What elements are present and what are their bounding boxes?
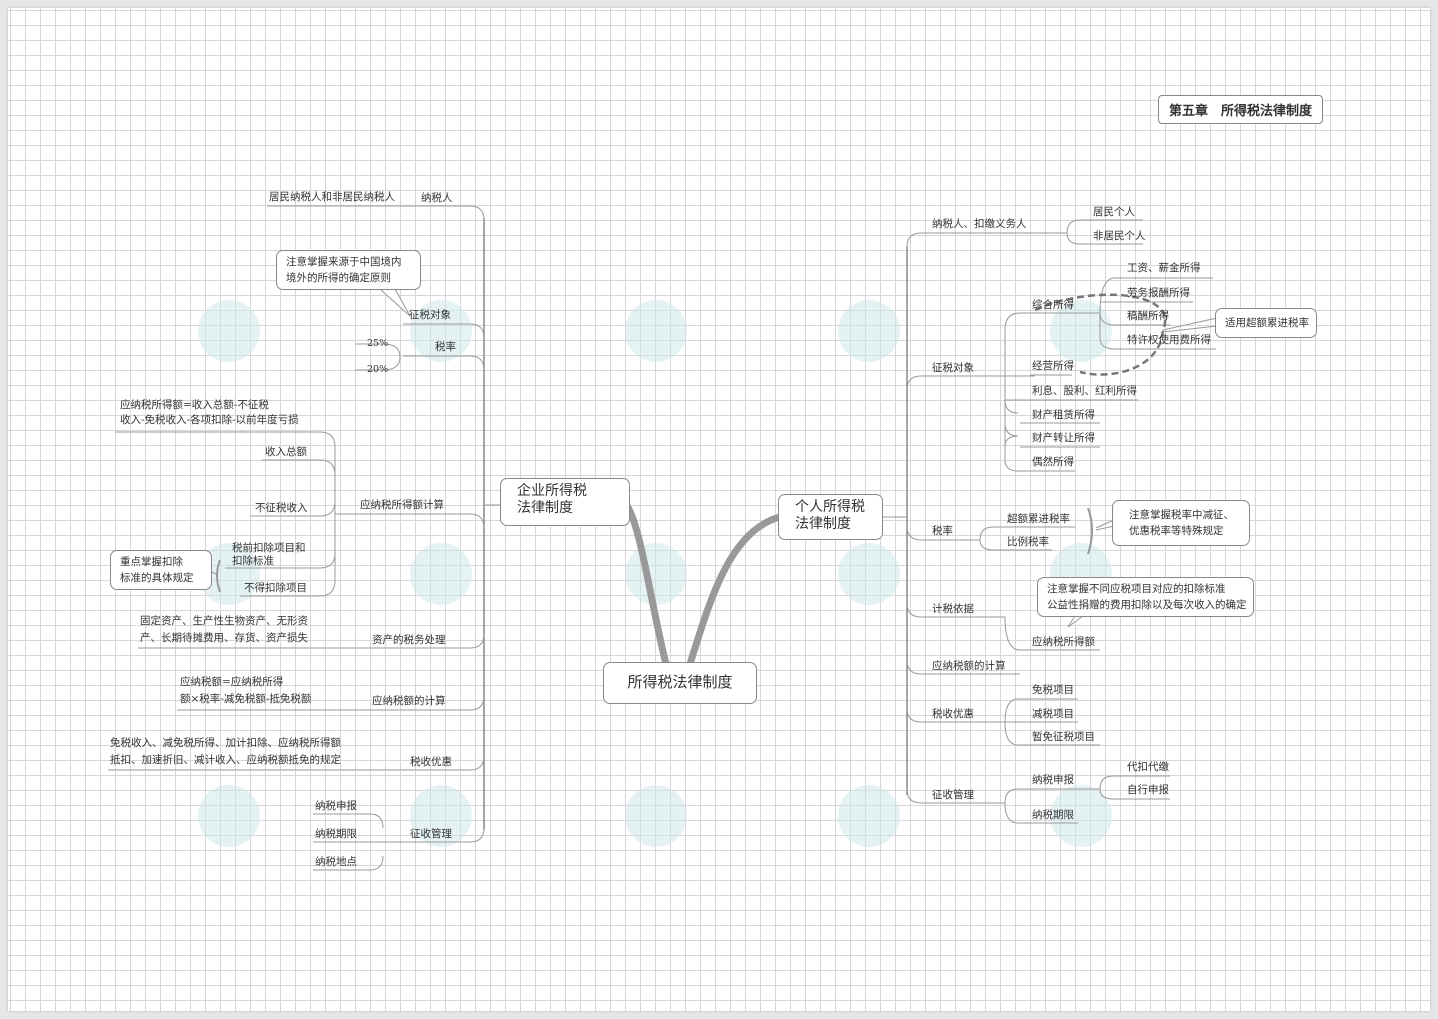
leaf: 经营所得 [1032,360,1074,372]
chapter-title: 第五章 所得税法律制度 [1158,95,1324,124]
branch-taxpayer[interactable]: 纳税人 [421,192,453,204]
trunk-right [686,513,782,666]
leaf: 财产转让所得 [1032,432,1095,444]
node-individual-income-tax[interactable]: 个人所得税 法律制度 [778,494,883,540]
leaf: 自行申报 [1127,784,1169,796]
watermark-logo-icon [198,300,260,362]
leaf: 居民纳税人和非居民纳税人 [269,191,395,203]
leaf: 居民个人 [1093,206,1135,218]
node-comprehensive-income[interactable]: 综合所得 [1032,299,1074,311]
root-node[interactable]: 所得税法律制度 [603,662,757,704]
node-tax-filing[interactable]: 纳税申报 [1032,774,1074,786]
watermark-logo-icon [410,543,472,605]
node-line: 法律制度 [795,516,851,532]
branch-tax-rate[interactable]: 税率 [435,341,456,353]
leaf: 应纳税所得额 [1032,636,1095,648]
branch-taxable-income-calc[interactable]: 应纳税所得额计算 [360,499,444,511]
node-line: 个人所得税 [795,499,865,515]
leaf: 20% [367,364,389,375]
watermark-logo-icon [625,785,687,847]
note-line: 公益性捐赠的费用扣除以及每次收入的确定 [1047,599,1247,611]
watermark-logo-icon [410,785,472,847]
leaf: 税前扣除项目和 [232,542,306,554]
leaf: 不得扣除项目 [244,582,307,594]
leaf: 财产租赁所得 [1032,409,1095,421]
leaf: 25% [367,338,389,349]
note-line: 注意掌握不同应税项目对应的扣除标准 [1047,583,1226,595]
leaf: 固定资产、生产性生物资产、无形资 [140,615,308,627]
node-line: 企业所得税 [517,483,587,499]
leaf: 纳税地点 [315,856,357,868]
leaf: 稿酬所得 [1127,310,1169,322]
note-line: 注意掌握税率中减征、 [1129,509,1234,521]
leaf: 扣除标准 [232,555,274,567]
note-line: 重点掌握扣除 [120,556,183,568]
trunk-left [622,500,670,665]
branch-tax-preference[interactable]: 税收优惠 [410,756,452,768]
note-callout: 重点掌握扣除 标准的具体规定 [110,550,212,590]
leaf: 劳务报酬所得 [1127,287,1190,299]
leaf: 比例税率 [1007,536,1049,548]
leaf: 收入总额 [265,446,307,458]
leaf: 免税收入、减免税所得、加计扣除、应纳税所得额 [110,737,341,749]
branch-collection-admin[interactable]: 征收管理 [410,828,452,840]
branch-collection-admin[interactable]: 征收管理 [932,789,974,801]
watermark-logo-icon [838,300,900,362]
leaf: 利息、股利、红利所得 [1032,385,1137,397]
leaf: 抵扣、加速折旧、减计收入、应纳税额抵免的规定 [110,754,341,766]
branch-tax-object[interactable]: 征税对象 [932,362,974,374]
note-line: 境外的所得的确定原则 [286,272,391,284]
watermark-logo-icon [838,543,900,605]
leaf: 纳税期限 [315,828,357,840]
leaf: 免税项目 [1032,684,1074,696]
note-callout: 注意掌握不同应税项目对应的扣除标准 公益性捐赠的费用扣除以及每次收入的确定 [1037,577,1254,617]
watermark-logo-icon [410,300,472,362]
leaf: 不征税收入 [255,502,308,514]
leaf: 特许权使用费所得 [1127,334,1211,346]
branch-taxpayer[interactable]: 纳税人、扣缴义务人 [932,218,1027,230]
leaf: 应纳税额=应纳税所得 [180,676,284,688]
leaf: 非居民个人 [1093,230,1146,242]
leaf: 偶然所得 [1032,456,1074,468]
leaf: 代扣代缴 [1127,761,1169,773]
watermark-logo-icon [198,785,260,847]
watermark-logo-icon [625,543,687,605]
branch-tax-rate[interactable]: 税率 [932,525,953,537]
branch-tax-basis[interactable]: 计税依据 [932,603,974,615]
leaf: 额×税率-减免税额-抵免税额 [180,693,312,705]
note-callout: 注意掌握来源于中国境内 境外的所得的确定原则 [276,250,421,290]
branch-asset-treatment[interactable]: 资产的税务处理 [372,634,446,646]
note-callout: 适用超额累进税率 [1215,308,1317,338]
leaf: 纳税期限 [1032,809,1074,821]
branch-tax-payable[interactable]: 应纳税额的计算 [372,695,446,707]
branch-tax-preference[interactable]: 税收优惠 [932,708,974,720]
leaf: 产、长期待摊费用、存货、资产损失 [140,632,308,644]
leaf: 减税项目 [1032,708,1074,720]
leaf: 应纳税所得额=收入总额-不征税 [120,399,269,411]
leaf: 纳税申报 [315,800,357,812]
node-line: 法律制度 [517,500,573,516]
watermark-logo-icon [838,785,900,847]
watermark-logo-icon [625,300,687,362]
watermark-logo-icon [1050,300,1112,362]
branch-tax-object[interactable]: 征税对象 [409,309,451,321]
leaf: 超额累进税率 [1007,513,1070,525]
node-enterprise-income-tax[interactable]: 企业所得税 法律制度 [500,478,630,526]
leaf: 收入-免税收入-各项扣除-以前年度亏损 [120,414,299,426]
note-line: 标准的具体规定 [120,572,194,584]
note-line: 注意掌握来源于中国境内 [286,256,402,268]
leaf: 暂免征税项目 [1032,731,1095,743]
branch-tax-payable[interactable]: 应纳税额的计算 [932,660,1006,672]
leaf: 工资、薪金所得 [1127,262,1201,274]
note-line: 优惠税率等特殊规定 [1129,525,1224,537]
note-callout: 注意掌握税率中减征、 优惠税率等特殊规定 [1112,500,1250,546]
